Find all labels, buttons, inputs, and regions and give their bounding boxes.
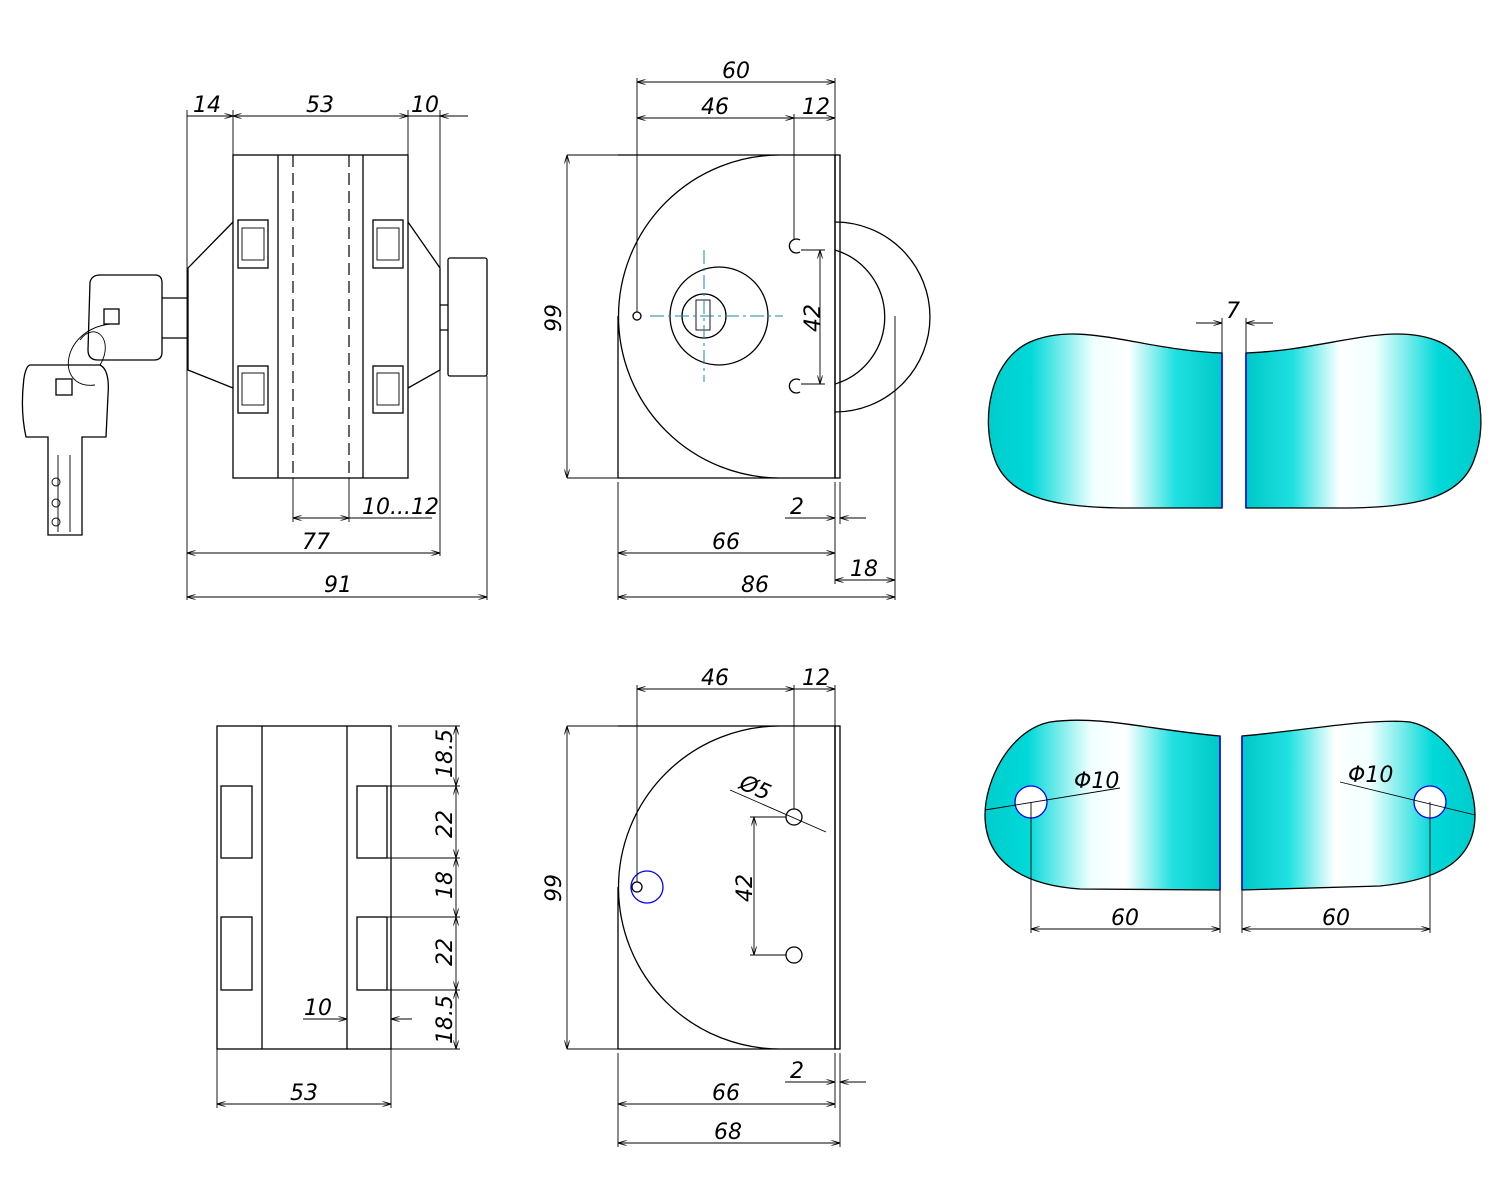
dim-inner: 77 xyxy=(302,530,330,555)
dim-total: 91 xyxy=(324,573,352,598)
glass-panel-right xyxy=(1241,720,1476,891)
dim-knob: 18 xyxy=(850,557,878,582)
glass-panel-left xyxy=(984,719,1221,891)
bottom-side-view: 18.5 22 18 22 18.5 10 53 xyxy=(216,725,460,1108)
dim-right: 10 xyxy=(411,93,439,118)
dim-hole-edge: 12 xyxy=(802,666,830,691)
glass-panel-left xyxy=(987,333,1223,509)
hole-blue xyxy=(630,870,664,904)
dim-body: 53 xyxy=(306,93,334,118)
glass-bottom-view: Φ10 Φ10 60 60 xyxy=(984,719,1476,933)
dim-width: 66 xyxy=(712,530,740,555)
glass-panel-right xyxy=(1245,333,1482,509)
dim-total: 86 xyxy=(741,573,769,598)
dim-glass: 10 xyxy=(304,996,332,1021)
glass-top-view: 7 xyxy=(987,299,1482,509)
dim-plate: 2 xyxy=(790,1059,804,1084)
dim-height: 99 xyxy=(542,304,567,332)
bottom-front-view: 46 12 Ø5 99 42 2 66 68 xyxy=(542,666,866,1147)
dim-dist-left: 60 xyxy=(1111,906,1139,931)
dim-hole-edge: 12 xyxy=(802,95,830,120)
dim-hole-dia: Ø5 xyxy=(735,770,775,806)
dim-top-total: 60 xyxy=(722,59,750,84)
dim-left: 14 xyxy=(193,93,221,118)
dim-total: 68 xyxy=(714,1120,742,1145)
dim-hole-left: Φ10 xyxy=(1074,769,1119,794)
dim-s5: 18.5 xyxy=(433,995,458,1044)
dim-plate: 2 xyxy=(790,495,804,520)
clamp-pads xyxy=(237,219,404,414)
dim-gap: 7 xyxy=(1226,299,1240,324)
dim-width: 53 xyxy=(290,1081,318,1106)
dim-to-hole: 46 xyxy=(701,666,729,691)
dim-hole-spacing: 42 xyxy=(801,304,826,332)
dim-height: 99 xyxy=(542,874,567,902)
dim-hole-right: Φ10 xyxy=(1348,763,1393,788)
dim-s2: 22 xyxy=(433,810,458,838)
dim-dist-right: 60 xyxy=(1322,906,1350,931)
dim-s3: 18 xyxy=(433,871,458,899)
dim-glass: 10...12 xyxy=(362,495,439,520)
knob xyxy=(447,257,488,377)
dim-width: 66 xyxy=(712,1081,740,1106)
side-view: 14 53 10 10...12 77 91 xyxy=(21,93,488,600)
dim-s1: 18.5 xyxy=(433,729,458,778)
front-view: 60 46 12 99 42 2 66 86 18 xyxy=(542,59,931,600)
dim-s4: 22 xyxy=(433,938,458,966)
dim-to-hole: 46 xyxy=(701,95,729,120)
dim-hole-spacing: 42 xyxy=(733,874,758,902)
key-icon xyxy=(21,274,163,536)
